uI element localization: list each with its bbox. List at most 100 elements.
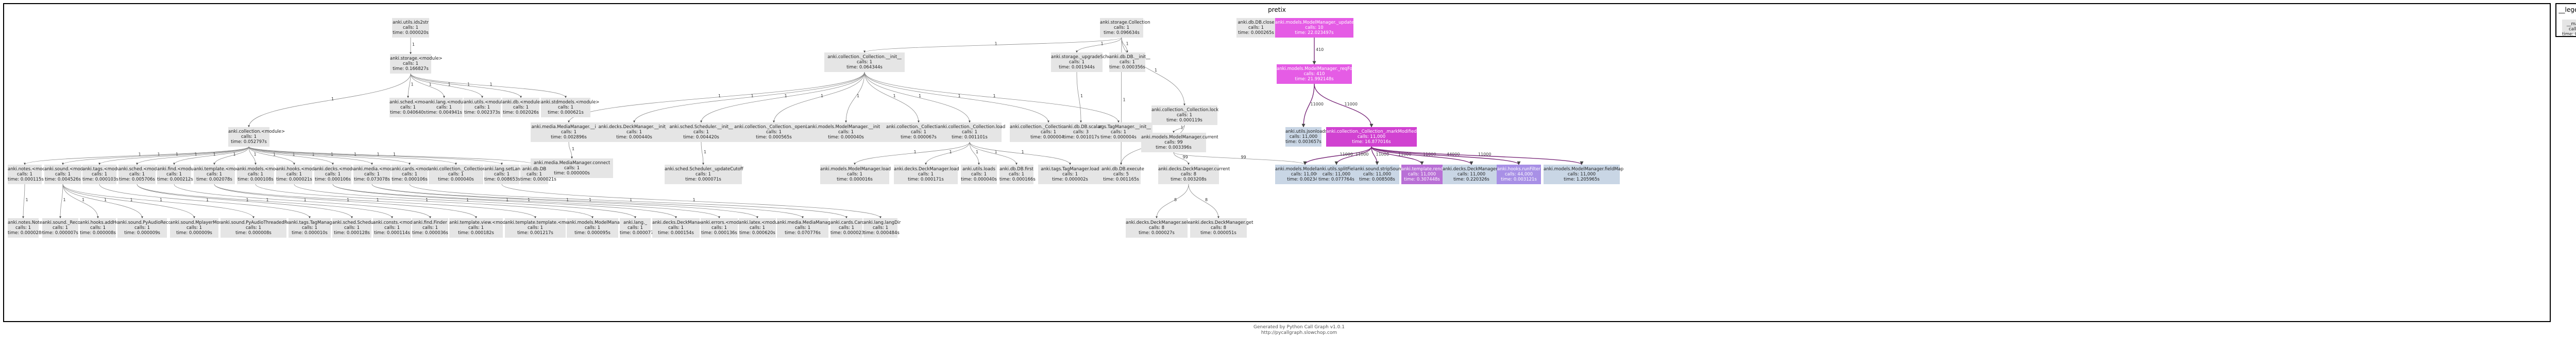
node-calls: calls: 1 — [166, 172, 182, 177]
edge-label: 1 — [63, 198, 66, 202]
node-calls: calls: 1 — [245, 225, 261, 230]
edge — [969, 141, 1071, 165]
node-time: time: 0.008508s — [1359, 177, 1395, 182]
edge-label: 1 — [466, 198, 469, 202]
node-time: time: 0.000020s — [393, 30, 429, 36]
edge-label: 1 — [412, 42, 415, 47]
graph-node[interactable]: anki.collection._Collection.__init__call… — [824, 52, 905, 72]
node-calls: calls: 1 — [838, 130, 854, 135]
node-label: anki.models.ModelManager.current — [1141, 135, 1218, 140]
edge — [99, 184, 311, 219]
node-label: anki.sched.<module> — [118, 167, 167, 172]
edge — [1371, 146, 1379, 165]
graph-node[interactable]: anki.models.ModelManager._reqForTemplate… — [1277, 64, 1374, 84]
graph-node[interactable]: anki.models.ModelManager._updateRequired… — [1275, 18, 1374, 38]
graph-node[interactable]: anki.collection._Collection_.markModifie… — [1326, 127, 1417, 147]
edge — [136, 146, 249, 165]
node-label: anki.collection._Collection_.markModifie… — [1326, 129, 1417, 134]
node-calls: calls: 1 — [16, 172, 32, 177]
node-label: anki.models.ModelManager._updateRequired — [1275, 20, 1374, 25]
footer: Generated by Python Call Graph v1.0.1 ht… — [0, 325, 2576, 336]
node-label: anki.latex.<module> — [739, 220, 786, 225]
edge — [410, 73, 445, 98]
node-time: time: 0.000040s — [438, 177, 474, 182]
node-calls: calls: 1 — [186, 225, 202, 230]
graph-node[interactable]: anki.media.MediaManager.__init__calls: 1… — [531, 122, 607, 142]
edge-label: 1 — [26, 198, 28, 202]
graph-node[interactable]: anki.models.ModelManager.__init__calls: … — [807, 122, 885, 142]
